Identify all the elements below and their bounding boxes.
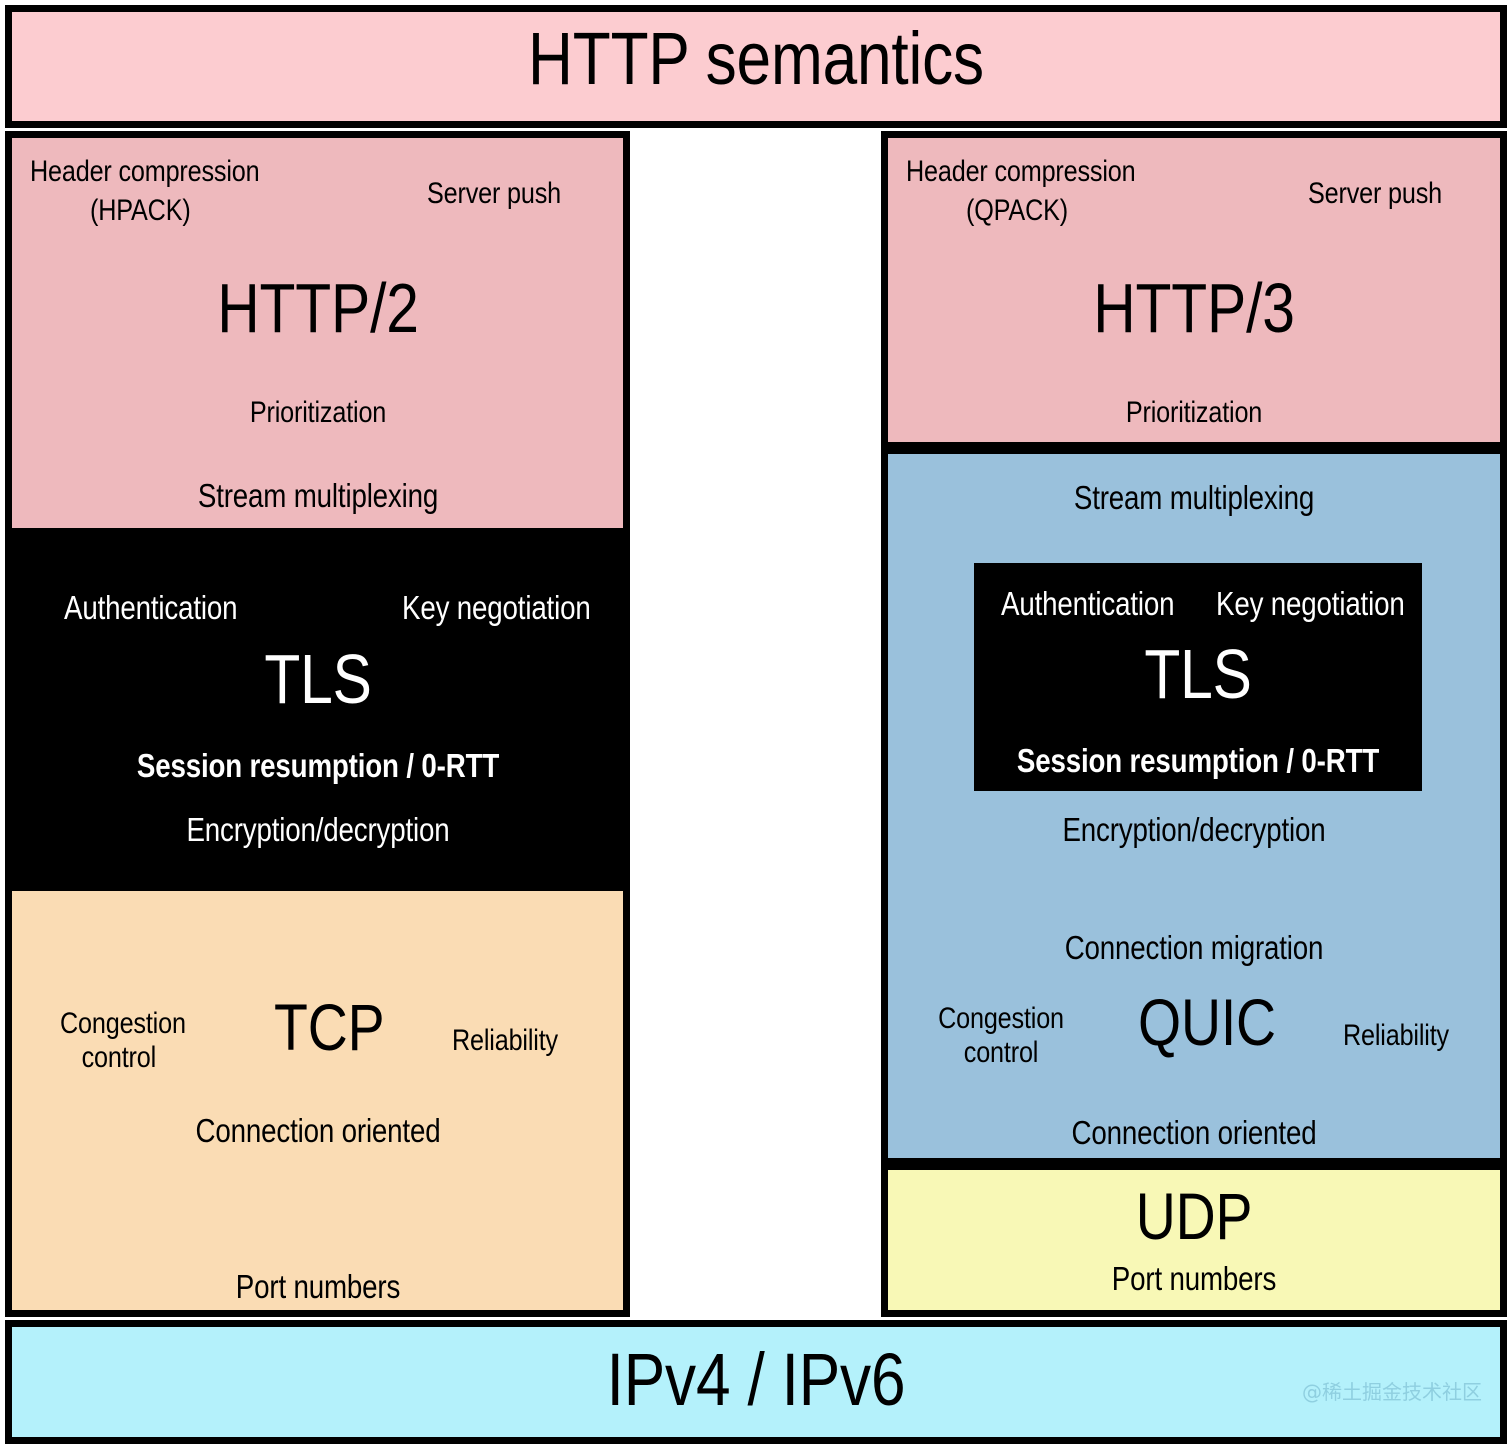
tcp-title: TCP [274,990,385,1064]
http2-hpack-label: (HPACK) [90,194,191,227]
layer-http3: Header compression (QPACK) Server push H… [881,131,1507,449]
quic-congestion-control-label: Congestion control [938,1002,1064,1069]
http2-header-compression-label: Header compression [30,155,260,188]
layer-udp: UDP Port numbers [881,1163,1507,1317]
http3-qpack-label: (QPACK) [966,194,1068,227]
quic-connection-oriented-label: Connection oriented [1071,1114,1317,1151]
tcp-congestion-control-label: Congestion control [60,1007,186,1074]
quic-title: QUIC [1138,985,1276,1059]
tls-nested-authentication-label: Authentication [1001,585,1175,622]
quic-congestion-word: Congestion [938,1002,1064,1035]
tcp-connection-oriented-label: Connection oriented [195,1112,440,1149]
tcp-port-numbers-label: Port numbers [235,1268,400,1305]
layer-quic: Stream multiplexing Authentication Key n… [881,447,1507,1165]
tcp-reliability-label: Reliability [452,1024,558,1057]
http3-server-push-label: Server push [1308,177,1443,210]
http3-title: HTTP/3 [1093,269,1295,347]
http-semantics-banner: HTTP semantics [5,5,1507,128]
tls-left-title: TLS [263,640,372,718]
tls-nested-title: TLS [1144,635,1252,713]
http2-prioritization-label: Prioritization [249,396,386,429]
http2-title: HTTP/2 [216,269,419,347]
tcp-control-word: control [81,1040,157,1074]
quic-control-word: control [963,1035,1039,1069]
watermark: @稀土掘金技术社区 [1302,1380,1482,1404]
ip-title: IPv4 / IPv6 [606,1338,906,1421]
tls-left-key-negotiation-label: Key negotiation [402,589,591,626]
quic-stream-multiplexing-label: Stream multiplexing [1073,479,1315,516]
http3-prioritization-label: Prioritization [1125,396,1263,429]
http2-server-push-label: Server push [427,177,562,210]
layer-http2: Header compression (HPACK) Server push H… [5,131,630,535]
tcp-congestion-word: Congestion [60,1007,186,1040]
tls-nested-session-resumption-label: Session resumption / 0-RTT [1016,742,1380,779]
udp-title: UDP [1135,1179,1253,1253]
layer-tls-nested: Authentication Key negotiation TLS Sessi… [974,563,1422,791]
layer-tcp: Congestion control TCP Reliability Conne… [5,884,630,1317]
tls-left-session-resumption-label: Session resumption / 0-RTT [136,747,499,784]
layer-tls-left: Authentication Key negotiation TLS Sessi… [5,533,630,886]
quic-connection-migration-label: Connection migration [1064,929,1324,966]
http3-header-compression-label: Header compression [906,155,1136,188]
quic-encryption-label: Encryption/decryption [1062,811,1326,848]
tls-nested-key-negotiation-label: Key negotiation [1216,585,1405,622]
tls-left-encryption-label: Encryption/decryption [185,811,450,848]
http-semantics-title: HTTP semantics [528,17,984,100]
udp-port-numbers-label: Port numbers [1111,1260,1277,1297]
http2-stream-multiplexing-label: Stream multiplexing [197,477,438,514]
quic-reliability-label: Reliability [1343,1019,1449,1052]
tls-left-authentication-label: Authentication [64,589,238,626]
layer-ip: IPv4 / IPv6 @稀土掘金技术社区 [5,1320,1507,1444]
